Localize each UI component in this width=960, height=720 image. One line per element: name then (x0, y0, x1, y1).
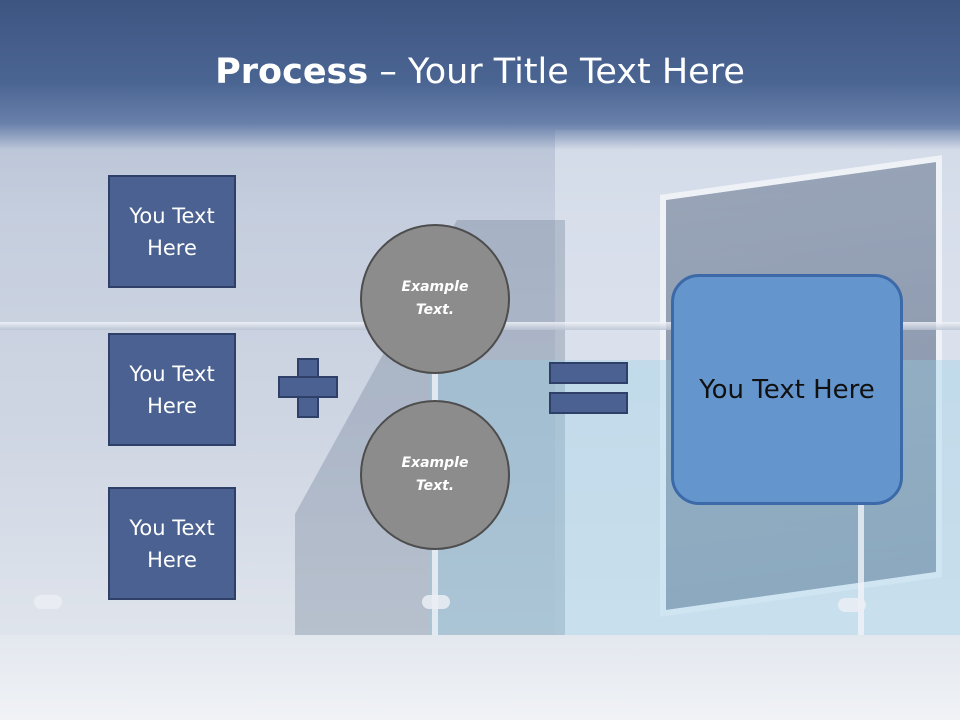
example-circle-1: Example Text. (360, 224, 510, 374)
title-bold: Process (215, 52, 369, 92)
title-rest: – Your Title Text Here (368, 52, 745, 92)
background-floor (0, 635, 960, 720)
title-bar (0, 0, 960, 150)
text-box-label: You Text Here (129, 361, 215, 418)
text-box-label: You Text Here (129, 203, 215, 260)
example-circle-2: Example Text. (360, 400, 510, 550)
circle-label: Example Text. (401, 279, 469, 318)
slide-title: Process – Your Title Text Here (0, 52, 960, 92)
background-rail-clamp (838, 598, 866, 612)
background-rail-clamp (34, 595, 62, 609)
circle-label: Example Text. (401, 455, 469, 494)
result-box: You Text Here (671, 274, 903, 505)
text-box-2: You Text Here (108, 333, 236, 446)
text-box-3: You Text Here (108, 487, 236, 600)
text-box-1: You Text Here (108, 175, 236, 288)
text-box-label: You Text Here (129, 515, 215, 572)
result-label: You Text Here (699, 374, 875, 405)
background-rail-clamp (422, 595, 450, 609)
